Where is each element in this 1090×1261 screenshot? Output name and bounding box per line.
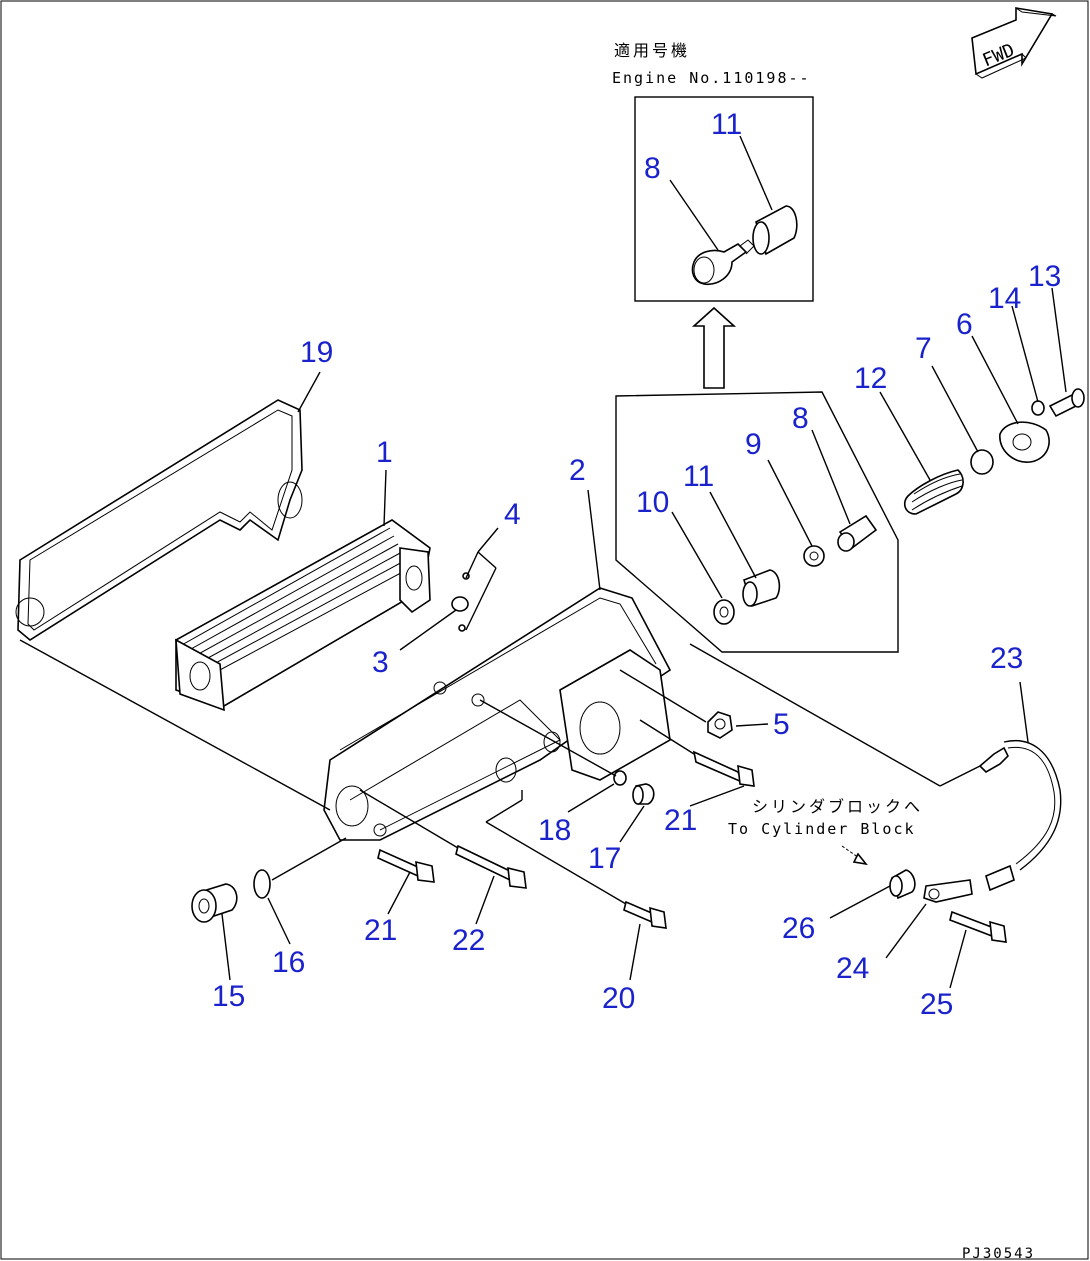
leader-12 [879, 391, 931, 481]
leader-13 [1051, 287, 1067, 393]
callout-6: 6 [956, 308, 973, 341]
bolt-21-right [692, 750, 755, 787]
callout-11-top: 11 [711, 108, 742, 141]
oring-3 [451, 596, 469, 612]
valve-group-outline [615, 391, 899, 653]
callout-15: 15 [212, 980, 245, 1013]
plug-17 [632, 783, 655, 805]
callout-18: 18 [538, 814, 571, 847]
nut-5 [707, 711, 733, 739]
to-block-jp: シリンダブロックへ [752, 797, 923, 816]
callout-16: 16 [272, 946, 305, 979]
leader-3 [399, 609, 457, 651]
callout-23: 23 [990, 642, 1023, 675]
callout-11-mid: 11 [683, 460, 714, 493]
valve-8 [837, 514, 878, 552]
gasket-19 [17, 399, 303, 641]
bolt-21-left [377, 848, 435, 883]
leader-22 [475, 875, 495, 925]
callout-9: 9 [745, 428, 762, 461]
ring-9 [803, 545, 825, 567]
callout-10: 10 [636, 486, 669, 519]
callout-14: 14 [988, 282, 1021, 315]
washer-10 [713, 599, 735, 625]
leader-18 [567, 783, 615, 813]
leader-9 [767, 459, 813, 547]
callout-24: 24 [836, 952, 869, 985]
leader-11-mid [709, 491, 757, 579]
callout-4: 4 [504, 498, 521, 531]
callout-17: 17 [588, 842, 621, 875]
leader-2 [587, 489, 601, 591]
inset-box [634, 96, 814, 302]
leader-8-mid [811, 429, 851, 525]
callout-8-top: 8 [644, 152, 661, 185]
callout-5: 5 [773, 708, 790, 741]
to-block-en: To Cylinder Block [728, 820, 916, 838]
leader-16 [267, 897, 291, 945]
leader-15 [221, 913, 231, 981]
leader-23 [1019, 681, 1029, 743]
sleeve-11 [742, 569, 781, 608]
callout-19: 19 [300, 336, 333, 369]
leader-17 [619, 805, 645, 843]
cover-6 [999, 421, 1050, 463]
sleeve-part-top [752, 205, 798, 256]
leader-6 [971, 335, 1019, 425]
sleeve-15 [191, 883, 238, 923]
spring-12 [903, 469, 964, 515]
callout-21-right: 21 [664, 804, 697, 837]
callout-26: 26 [782, 912, 815, 945]
callout-3: 3 [372, 646, 389, 679]
leader-7 [931, 365, 979, 453]
fwd-arrow-icon: FWD [971, 7, 1057, 79]
callout-13: 13 [1028, 260, 1061, 293]
bolt-20 [623, 900, 667, 929]
engine-number: Engine No.110198-- [612, 69, 811, 87]
callout-12: 12 [854, 362, 887, 395]
leader-4 [477, 527, 499, 553]
drawing-code: PJ30543 [962, 1246, 1035, 1261]
ball-7 [970, 449, 994, 475]
callout-20: 20 [602, 982, 635, 1015]
bolt-13 [1048, 388, 1085, 418]
valve-part-top [691, 239, 755, 286]
bolt-22 [455, 844, 527, 889]
callout-8-mid: 8 [792, 402, 809, 435]
arrow-up-icon [691, 306, 737, 389]
guide-line-right [689, 643, 941, 787]
leader-14 [1011, 305, 1039, 403]
cooler-element-1 [175, 469, 431, 712]
pin-4b [458, 624, 466, 632]
leader-5 [735, 723, 769, 727]
callout-2: 2 [569, 454, 586, 487]
leader-26 [829, 885, 891, 919]
leader-25 [949, 929, 967, 989]
leader-21-right [689, 785, 745, 807]
leader-21-left [387, 871, 411, 915]
guide-line-left [19, 639, 331, 811]
applicable-label: 適用号機 [614, 41, 690, 60]
seal-18 [613, 770, 627, 786]
leader-8-top [669, 179, 719, 251]
callout-7: 7 [915, 332, 932, 365]
callout-21-left: 21 [364, 914, 397, 947]
leader-11-top [739, 135, 773, 211]
cap-16 [253, 869, 271, 899]
callout-25: 25 [920, 988, 953, 1021]
callout-1: 1 [376, 436, 393, 469]
callout-22: 22 [452, 924, 485, 957]
leader-10 [671, 511, 723, 599]
leader-20 [629, 923, 641, 981]
sensor-23 [978, 740, 1062, 892]
washer-14 [1031, 400, 1045, 416]
leader-24 [885, 903, 927, 959]
leader-19 [297, 371, 321, 413]
grommet-26 [889, 869, 916, 900]
clip-24 [923, 879, 973, 903]
bolt-25 [949, 910, 1007, 943]
cooler-cover-2 [323, 587, 672, 841]
